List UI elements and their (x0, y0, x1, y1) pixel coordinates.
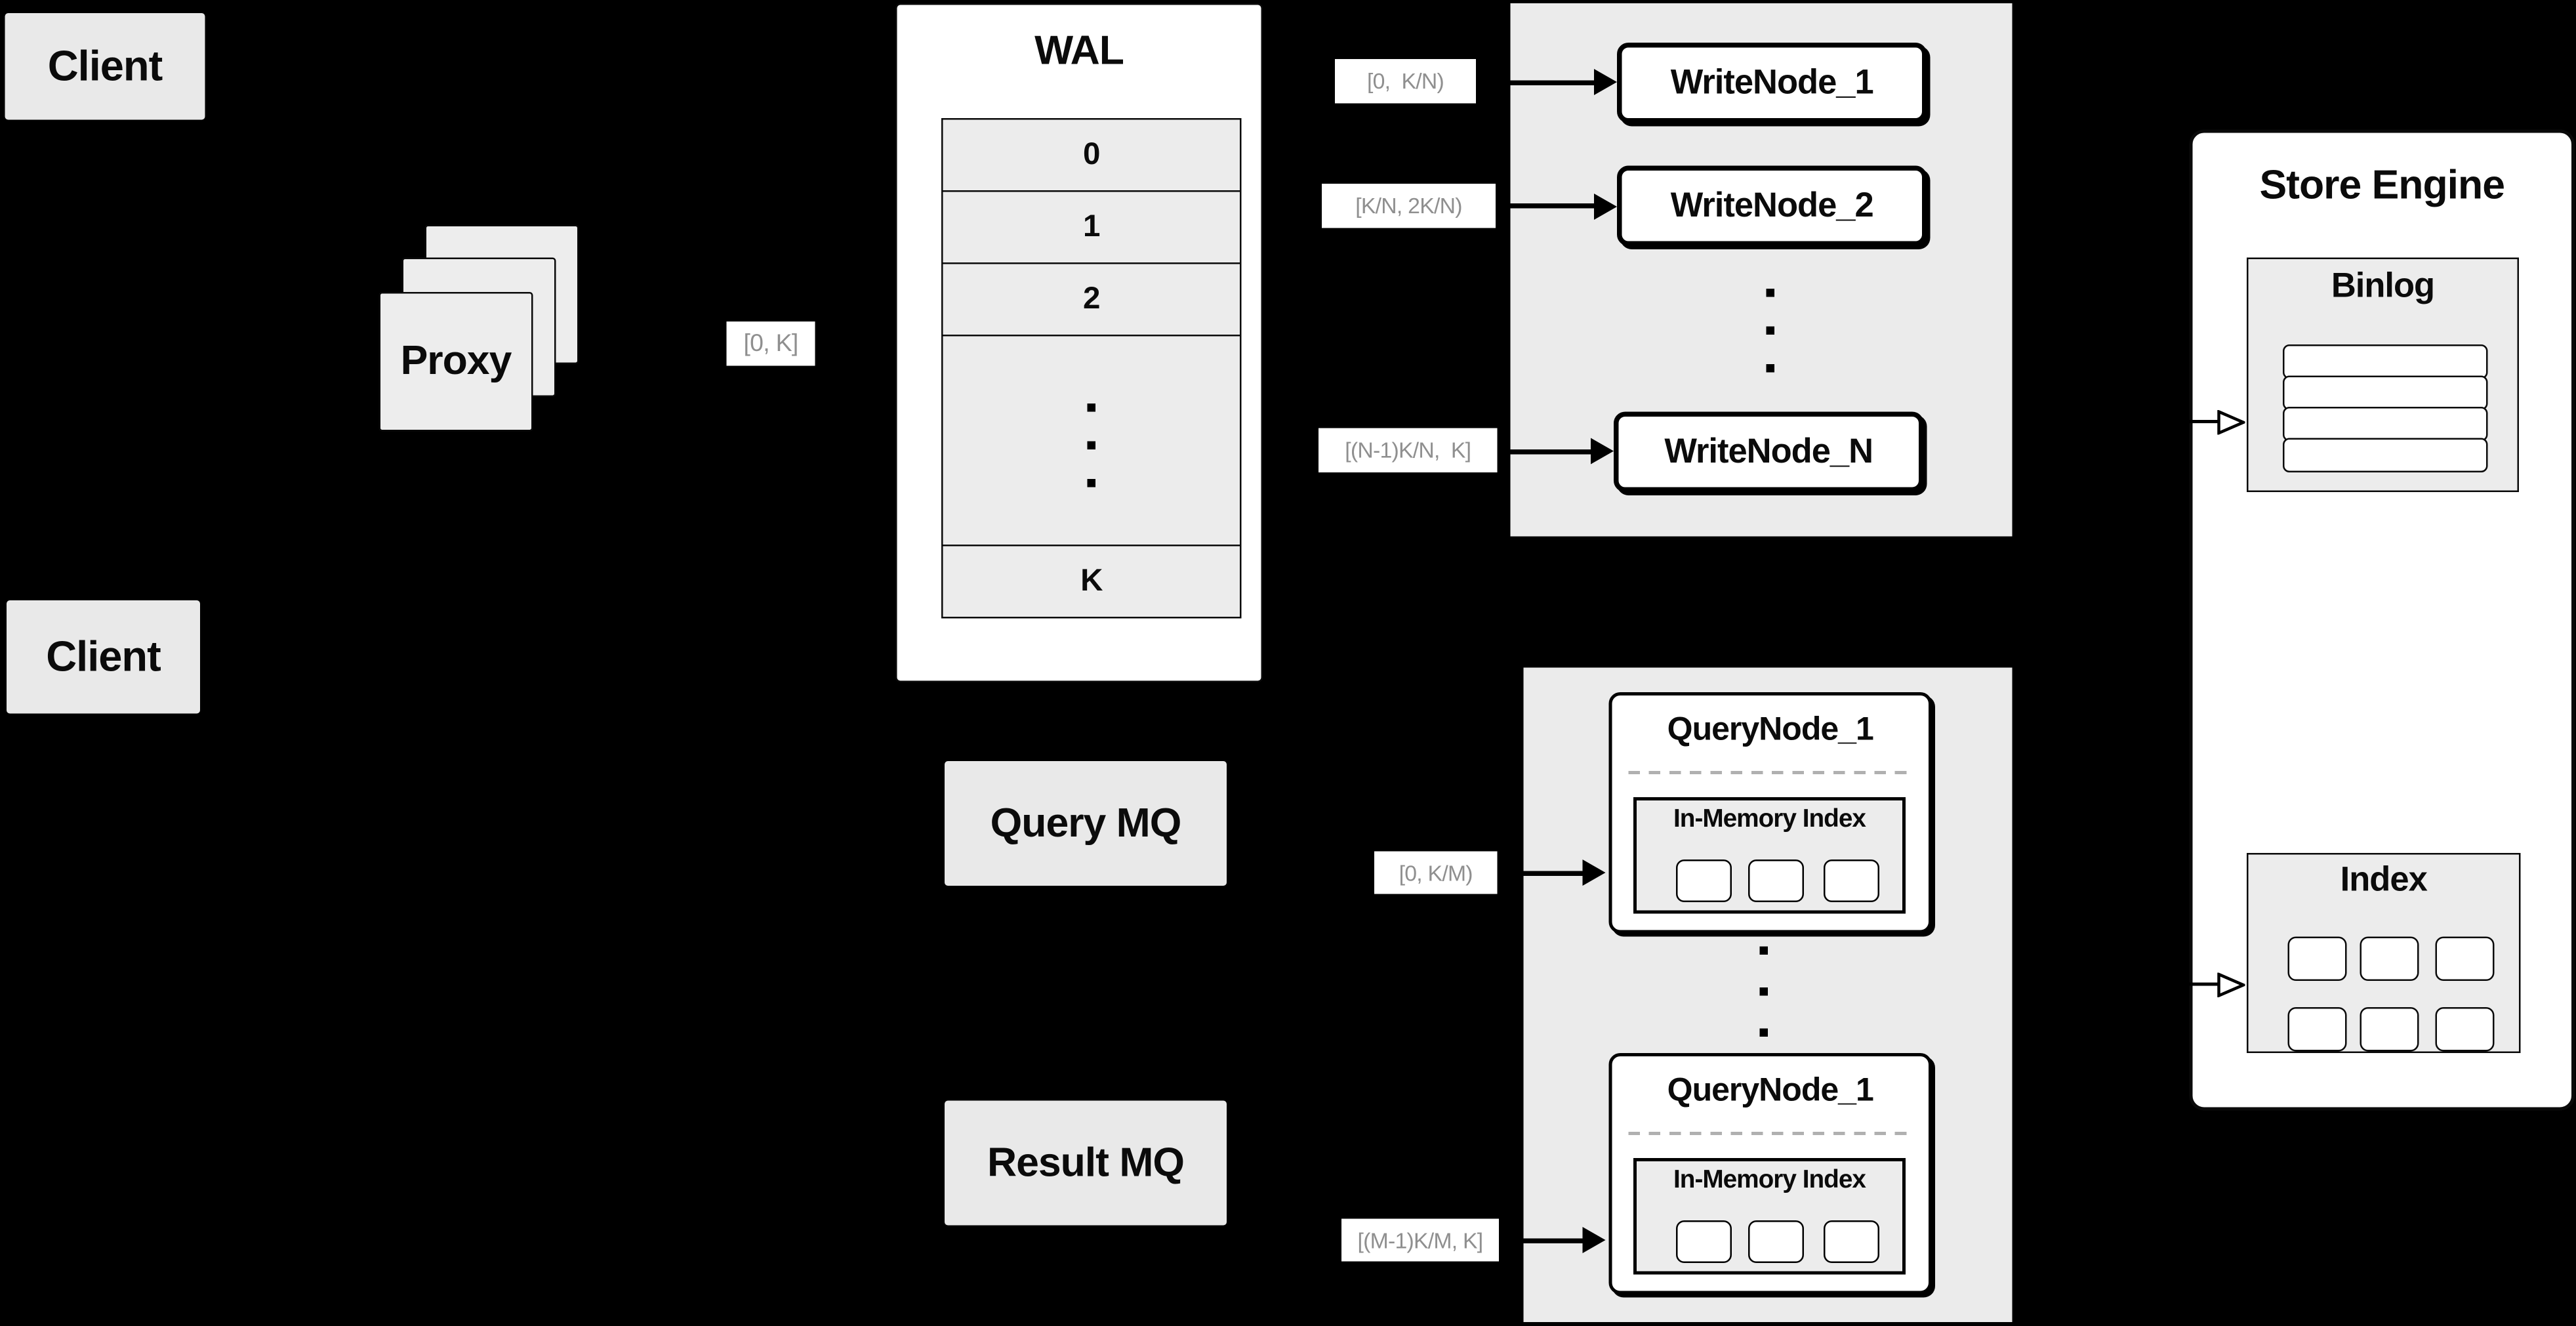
arrow-line-writenode-2 (1496, 203, 1597, 209)
write-node-1: WriteNode_1 (1617, 43, 1927, 123)
write-range-label-2: [K/N, 2K/N) (1322, 184, 1496, 228)
ellipsis-dot (1766, 289, 1774, 297)
arrow-head-writenode-2 (1594, 192, 1617, 219)
query-range-label-1: [0, K/M) (1374, 851, 1498, 894)
wal-panel: WAL 0 1 2 K (895, 3, 1263, 682)
index-box: Index (2247, 853, 2521, 1053)
ellipsis-dot (1087, 479, 1095, 487)
write-range-label-n: [(N-1)K/N, K] (1319, 428, 1498, 472)
index-segment (2360, 936, 2419, 981)
ellipsis-dot (1766, 326, 1774, 334)
arrow-head-writenode-n (1591, 438, 1614, 465)
result-mq-label: Result MQ (987, 1139, 1185, 1186)
ellipsis-dot (1087, 441, 1095, 449)
index-segment (2360, 1007, 2419, 1052)
binlog-row (2283, 375, 2488, 409)
query-node-1: QueryNode_1 In-Memory Index (1608, 692, 1932, 934)
index-segment (2435, 936, 2495, 981)
query-mq-label: Query MQ (990, 799, 1182, 846)
write-node-n: WriteNode_N (1614, 411, 1924, 492)
open-arrow-head-index (2217, 972, 2245, 997)
index-segment (2287, 936, 2347, 981)
ellipsis-dot (1759, 1028, 1767, 1036)
ellipsis-dot (1087, 404, 1095, 412)
memory-segment (1676, 860, 1732, 902)
query-node-m: QueryNode_1 In-Memory Index (1608, 1053, 1932, 1295)
wal-row-1: 1 (943, 190, 1240, 262)
memory-segment (1748, 1220, 1804, 1263)
dashed-separator (1628, 1132, 1912, 1135)
in-memory-index-box: In-Memory Index (1633, 797, 1906, 914)
wal-log-table: 0 1 2 K (941, 118, 1242, 619)
arrow-head-querynode-1 (1582, 860, 1606, 886)
arrow-line-index (2168, 982, 2219, 986)
memory-segment (1824, 860, 1879, 902)
binlog-row (2283, 407, 2488, 441)
in-memory-index-box: In-Memory Index (1633, 1158, 1906, 1275)
binlog-row (2283, 438, 2488, 472)
binlog-rows (2283, 344, 2488, 472)
memory-segment (1824, 1220, 1879, 1263)
proxy-range-label: [0, K] (726, 321, 815, 366)
wal-row-ellipsis (943, 335, 1240, 545)
store-engine-title: Store Engine (2259, 162, 2504, 209)
arrow-line-binlog (2168, 420, 2219, 423)
store-engine-panel: Store Engine Binlog Index (2189, 129, 2575, 1111)
arrow-line-writenode-n (1497, 448, 1594, 454)
arrow-line-querynode-m (1499, 1237, 1586, 1243)
wal-title: WAL (1034, 28, 1124, 74)
ellipsis-dot (1766, 364, 1774, 372)
binlog-box: Binlog (2247, 257, 2519, 492)
index-title: Index (2340, 861, 2428, 900)
client-bottom-label: Client (46, 631, 161, 681)
wal-row-k: K (943, 545, 1240, 617)
query-range-label-m: [(M-1)K/M, K] (1341, 1218, 1499, 1262)
arrow-line-writenode-1 (1476, 79, 1597, 85)
memory-segment (1748, 860, 1804, 902)
proxy-label: Proxy (400, 338, 512, 384)
client-top-box: Client (5, 13, 205, 120)
memory-segment (1676, 1220, 1732, 1263)
ellipsis-dot (1759, 987, 1767, 995)
query-mq-box: Query MQ (945, 761, 1227, 886)
open-arrow-head-binlog (2217, 409, 2245, 434)
binlog-row (2283, 344, 2488, 379)
result-mq-box: Result MQ (945, 1100, 1227, 1226)
write-node-2: WriteNode_2 (1617, 165, 1927, 246)
index-segment (2435, 1007, 2495, 1052)
proxy-box: Proxy (378, 292, 533, 432)
arrow-head-writenode-1 (1594, 69, 1617, 95)
index-segment (2287, 1007, 2347, 1052)
arrow-head-querynode-m (1582, 1227, 1606, 1253)
wal-row-0: 0 (943, 119, 1240, 190)
client-top-label: Client (47, 41, 163, 91)
wal-row-2: 2 (943, 262, 1240, 335)
arrow-line-querynode-1 (1497, 870, 1586, 875)
ellipsis-dot (1759, 946, 1767, 954)
write-range-label-1: [0, K/N) (1335, 59, 1476, 104)
binlog-title: Binlog (2331, 267, 2435, 306)
dashed-separator (1628, 771, 1912, 774)
client-bottom-box: Client (7, 600, 200, 714)
